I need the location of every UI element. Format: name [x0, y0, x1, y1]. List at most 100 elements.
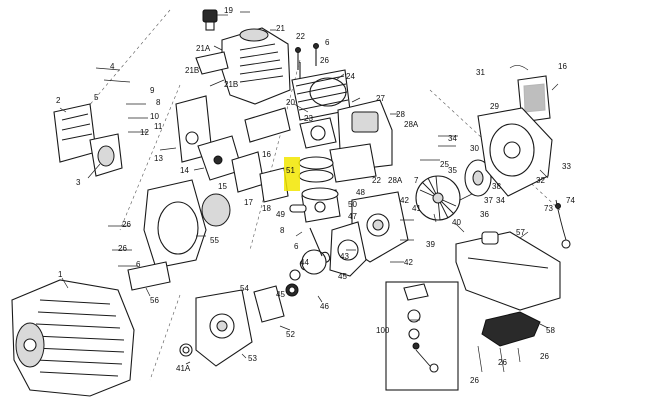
- piston: [289, 187, 341, 223]
- label-46[interactable]: 46: [320, 302, 329, 311]
- label-28a-top[interactable]: 28A: [404, 120, 419, 129]
- label-6-lower[interactable]: 6: [294, 242, 299, 251]
- label-38[interactable]: 38: [492, 182, 501, 191]
- label-49[interactable]: 49: [276, 210, 285, 219]
- label-17[interactable]: 17: [244, 198, 253, 207]
- label-3[interactable]: 3: [76, 178, 81, 187]
- label-37[interactable]: 37: [484, 196, 493, 205]
- label-31[interactable]: 31: [476, 68, 485, 77]
- cylinder-cover: [221, 27, 291, 105]
- label-6-top[interactable]: 6: [325, 38, 330, 47]
- label-30[interactable]: 30: [470, 144, 479, 153]
- spark-plug: [202, 9, 228, 31]
- label-52[interactable]: 52: [286, 330, 295, 339]
- label-35[interactable]: 35: [448, 166, 457, 175]
- label-26-right[interactable]: 26: [540, 352, 549, 361]
- label-9[interactable]: 9: [150, 86, 155, 95]
- label-24[interactable]: 24: [346, 72, 355, 81]
- label-45-right[interactable]: 45: [338, 272, 347, 281]
- highlight-51: [284, 157, 300, 191]
- label-21b-left[interactable]: 21B: [185, 66, 200, 75]
- label-27[interactable]: 27: [376, 94, 385, 103]
- label-10[interactable]: 10: [150, 112, 159, 121]
- label-55[interactable]: 55: [210, 236, 219, 245]
- label-32[interactable]: 32: [536, 176, 545, 185]
- label-100[interactable]: 100: [376, 326, 390, 335]
- label-43[interactable]: 43: [340, 252, 349, 261]
- label-20[interactable]: 20: [286, 98, 295, 107]
- label-8[interactable]: 8: [156, 98, 161, 107]
- label-7[interactable]: 7: [414, 176, 419, 185]
- label-26-bottom-mid[interactable]: 26: [498, 358, 507, 367]
- label-16[interactable]: 16: [262, 150, 271, 159]
- label-5[interactable]: 5: [94, 93, 99, 102]
- label-56[interactable]: 56: [150, 296, 159, 305]
- label-18[interactable]: 18: [262, 204, 271, 213]
- label-22-bottom[interactable]: 22: [372, 176, 381, 185]
- label-45-left[interactable]: 45: [276, 290, 285, 299]
- label-42[interactable]: 42: [400, 196, 409, 205]
- label-8-mid[interactable]: 8: [280, 226, 285, 235]
- label-13[interactable]: 13: [154, 154, 163, 163]
- label-57[interactable]: 57: [516, 228, 525, 237]
- label-23[interactable]: 23: [304, 114, 313, 123]
- engine-assembly: [11, 279, 135, 397]
- label-74[interactable]: 74: [566, 196, 575, 205]
- fuel-line: [555, 199, 571, 249]
- label-12[interactable]: 12: [140, 128, 149, 137]
- label-21[interactable]: 21: [276, 24, 285, 33]
- muffler: [299, 99, 393, 171]
- ignition-coil: [509, 65, 551, 123]
- label-21b[interactable]: 21B: [224, 80, 239, 89]
- label-22[interactable]: 22: [296, 32, 305, 41]
- label-58[interactable]: 58: [546, 326, 555, 335]
- label-51[interactable]: 51: [286, 166, 295, 175]
- label-42-lower[interactable]: 42: [404, 258, 413, 267]
- label-11[interactable]: 11: [154, 122, 163, 131]
- label-44[interactable]: 44: [300, 258, 309, 267]
- fuel-filter-kit-box: [385, 281, 459, 391]
- label-34[interactable]: 34: [448, 134, 457, 143]
- label-25[interactable]: 25: [440, 160, 449, 169]
- air-filter-cover: [53, 103, 123, 177]
- label-26-mid[interactable]: 26: [122, 220, 131, 229]
- label-26-top[interactable]: 26: [320, 56, 329, 65]
- label-50[interactable]: 50: [348, 200, 357, 209]
- label-21a[interactable]: 21A: [196, 44, 211, 53]
- label-33[interactable]: 33: [562, 162, 571, 171]
- label-6-mid[interactable]: 6: [136, 260, 141, 269]
- label-29[interactable]: 29: [490, 102, 499, 111]
- label-40[interactable]: 40: [452, 218, 461, 227]
- label-26-left[interactable]: 26: [118, 244, 127, 253]
- recoil-starter: [143, 179, 231, 269]
- label-16-right[interactable]: 16: [558, 62, 567, 71]
- label-53[interactable]: 53: [248, 354, 257, 363]
- label-73[interactable]: 73: [544, 204, 553, 213]
- label-36[interactable]: 36: [480, 210, 489, 219]
- label-19[interactable]: 19: [224, 6, 233, 15]
- label-41[interactable]: 41: [412, 204, 421, 213]
- crankcase-housing-53: [195, 289, 253, 367]
- label-47[interactable]: 47: [348, 212, 357, 221]
- label-14[interactable]: 14: [180, 166, 189, 175]
- label-26-bottom[interactable]: 26: [470, 376, 479, 385]
- piston-rings: [298, 156, 334, 183]
- label-1[interactable]: 1: [58, 270, 63, 279]
- label-39[interactable]: 39: [426, 240, 435, 249]
- label-4[interactable]: 4: [110, 62, 115, 71]
- muffler-gasket: [329, 143, 377, 183]
- label-48[interactable]: 48: [356, 188, 365, 197]
- tank-bracket: [481, 311, 541, 347]
- label-41a[interactable]: 41A: [176, 364, 191, 373]
- label-28[interactable]: 28: [396, 110, 405, 119]
- seal-41a: [179, 343, 193, 357]
- gasket-20: [244, 107, 291, 143]
- label-15[interactable]: 15: [218, 182, 227, 191]
- flywheel: [415, 175, 461, 221]
- label-2[interactable]: 2: [56, 96, 61, 105]
- label-54[interactable]: 54: [240, 284, 249, 293]
- studs: [295, 43, 319, 80]
- label-28a-bottom[interactable]: 28A: [388, 176, 403, 185]
- label-34-lower[interactable]: 34: [496, 196, 505, 205]
